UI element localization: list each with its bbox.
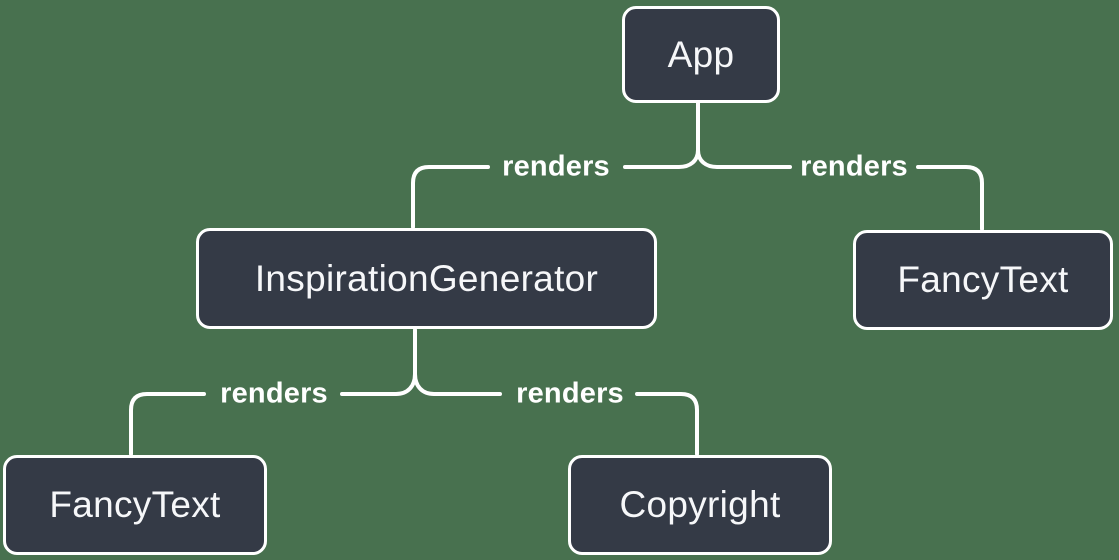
edge-app-fancytext-line <box>696 148 984 231</box>
node-copyright-label: Copyright <box>619 484 781 525</box>
edge-label-inspirationgenerator-fancytext: renders <box>220 377 328 410</box>
edge-inspirationgenerator-copyright-line <box>413 372 699 456</box>
node-copyright: Copyright <box>568 455 832 555</box>
node-fancy-text-right: FancyText <box>853 230 1113 330</box>
node-fancy-text-right-label: FancyText <box>897 259 1069 300</box>
edge-label-app-fancytext: renders <box>800 150 908 183</box>
edge-label-app-inspirationgenerator: renders <box>502 150 610 183</box>
edge-label-inspirationgenerator-copyright: renders <box>516 377 624 410</box>
node-app: App <box>622 6 780 103</box>
node-inspiration-generator: InspirationGenerator <box>196 228 657 329</box>
node-fancy-text-left-label: FancyText <box>49 484 221 525</box>
node-fancy-text-left: FancyText <box>3 455 267 555</box>
node-inspiration-generator-label: InspirationGenerator <box>254 257 599 299</box>
node-app-label: App <box>667 33 735 75</box>
